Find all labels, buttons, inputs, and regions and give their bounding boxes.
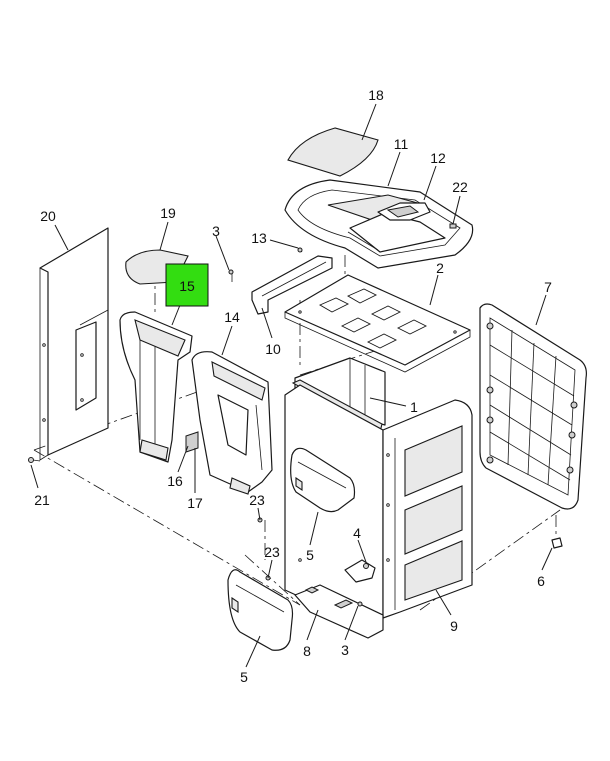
part-18-pad	[287, 127, 379, 177]
callout-20: 20	[40, 208, 56, 224]
callout-13: 13	[251, 230, 267, 246]
callout-12: 12	[430, 150, 446, 166]
part-21-screw	[28, 457, 41, 463]
callout-7: 7	[544, 279, 552, 295]
part-10-bracket	[251, 255, 333, 315]
part-5-drawer-upper	[290, 447, 356, 513]
callout-18: 18	[368, 87, 384, 103]
callout-1: 1	[410, 399, 418, 415]
callout-9: 9	[450, 618, 458, 634]
callout-22: 22	[452, 179, 468, 195]
callout-14: 14	[224, 309, 240, 325]
callout-labels: 18 11 12 22 19 20 3 13 2 7 15 14 10 1 16…	[34, 87, 552, 685]
callout-16: 16	[167, 473, 183, 489]
callout-17: 17	[187, 495, 203, 511]
callout-21: 21	[34, 492, 50, 508]
leader-lines	[30, 103, 553, 668]
callout-5-upper: 5	[306, 547, 314, 563]
part-5-drawer-lower	[227, 569, 294, 651]
part-20-side-panel	[39, 227, 109, 461]
part-11-lid	[284, 179, 474, 269]
part-3-screw-top	[228, 269, 234, 275]
part-6-foot	[551, 537, 563, 549]
highlight-box	[165, 263, 209, 307]
part-15-container	[119, 311, 193, 463]
callout-23-upper: 23	[249, 492, 265, 508]
callout-6: 6	[537, 573, 545, 589]
callout-3-top: 3	[212, 223, 220, 239]
callout-3-lower: 3	[341, 642, 349, 658]
callout-19: 19	[160, 205, 176, 221]
callout-15: 15	[179, 278, 195, 294]
callout-2: 2	[436, 260, 444, 276]
part-2-top-plate	[284, 274, 471, 373]
part-8-bottom	[294, 584, 384, 639]
callout-11: 11	[394, 136, 409, 152]
callout-23-lower: 23	[264, 544, 280, 560]
callout-4: 4	[353, 525, 361, 541]
part-17-bracket	[185, 431, 199, 453]
callout-8: 8	[303, 643, 311, 659]
callout-5-lower: 5	[240, 669, 248, 685]
part-13-rod	[297, 247, 303, 253]
part-7-grille	[479, 303, 587, 510]
part-14-container	[191, 351, 273, 495]
part-4-latch	[344, 559, 376, 583]
callout-10: 10	[265, 341, 281, 357]
part-3-screw-lower	[357, 601, 363, 607]
